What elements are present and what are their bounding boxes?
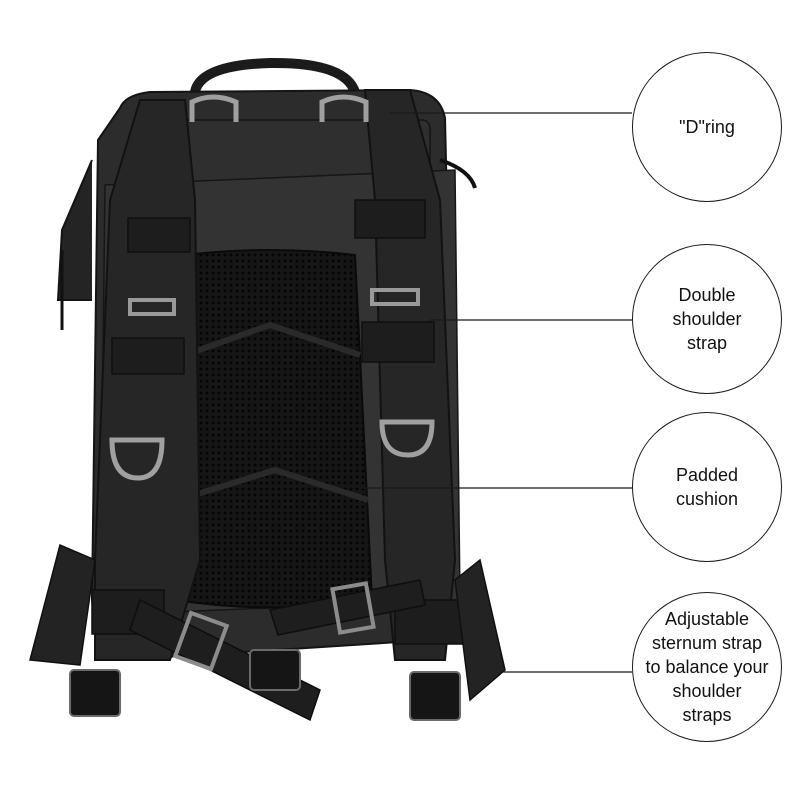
- callout-adjustable-sternum-strap: Adjustable sternum strap to balance your…: [632, 592, 782, 742]
- callout-d-ring-label: "D"ring: [679, 117, 735, 137]
- padded-cushion-mesh: [173, 249, 374, 609]
- leader-lines: [360, 112, 632, 673]
- top-handle: [190, 57, 360, 97]
- side-zipper: [56, 159, 93, 301]
- callout-double-shoulder-strap-label: Double shoulder strap: [672, 285, 742, 353]
- sternum-strap-right: [269, 579, 426, 636]
- callout-padded-cushion-label: Padded cushion: [675, 465, 739, 509]
- callout-d-ring: "D"ring: [632, 52, 782, 202]
- callout-adjustable-sternum-strap-label: Adjustable sternum strap to balance your…: [645, 609, 769, 725]
- callout-padded-cushion: Padded cushion: [632, 412, 782, 562]
- callout-double-shoulder-strap: Double shoulder strap: [632, 244, 782, 394]
- d-rings: [109, 94, 435, 481]
